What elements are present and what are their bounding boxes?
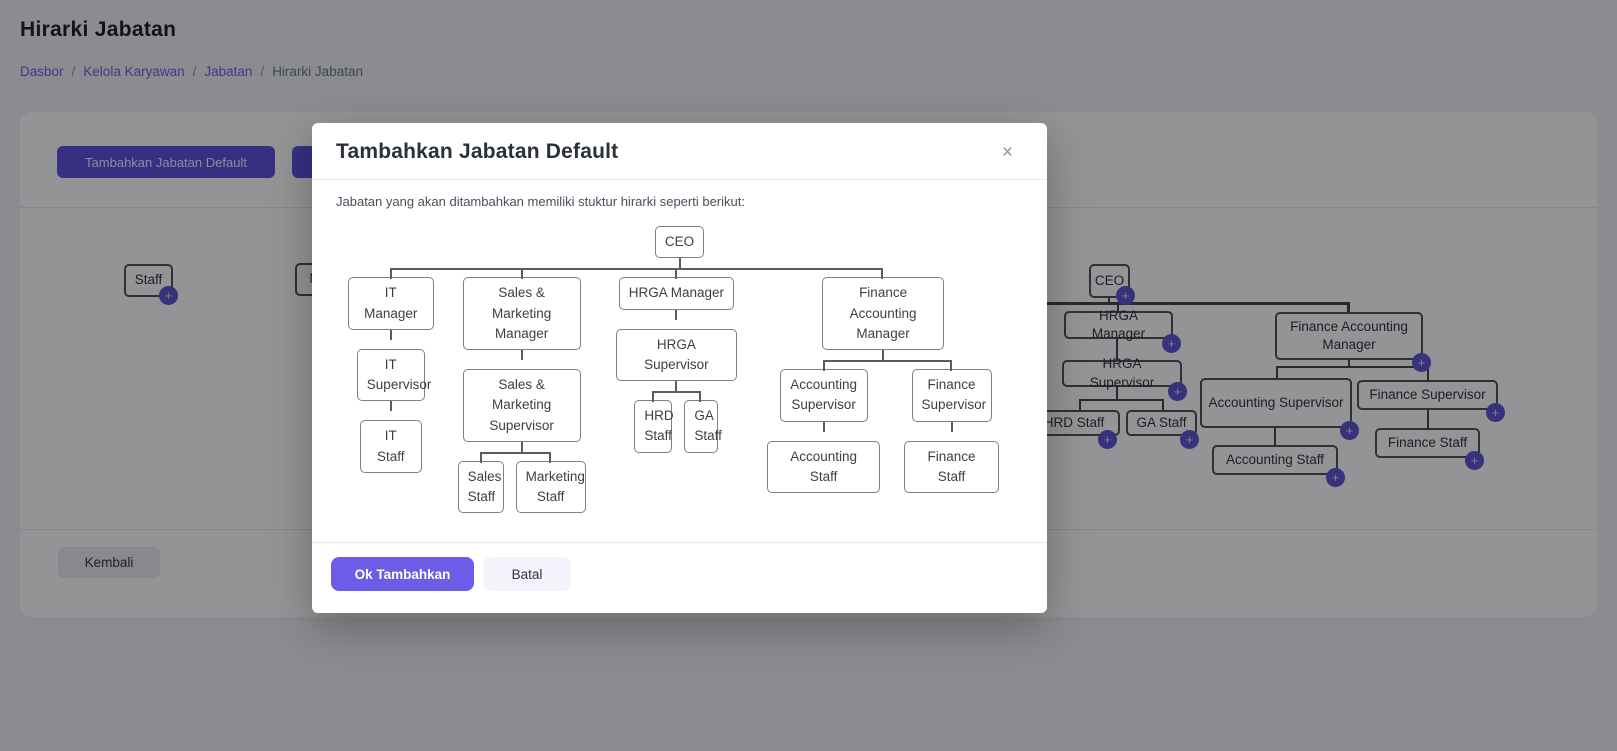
org-node: HRGA Manager — [619, 277, 734, 309]
modal-body: Jabatan yang akan ditambahkan memiliki s… — [312, 180, 1047, 542]
org-node: Accounting Staff — [767, 441, 880, 494]
ok-button[interactable]: Ok Tambahkan — [331, 557, 474, 591]
modal-footer: Ok Tambahkan Batal — [312, 542, 1047, 613]
org-node: Sales & Marketing Manager — [463, 277, 581, 350]
org-chart: CEOIT ManagerIT SupervisorIT StaffSales … — [336, 226, 1023, 513]
org-node: IT Staff — [360, 420, 422, 473]
org-node: CEO — [655, 226, 704, 258]
modal-title: Tambahkan Jabatan Default — [336, 140, 618, 164]
org-node: Sales & Marketing Supervisor — [463, 369, 581, 442]
org-node: Finance Supervisor — [912, 369, 992, 422]
org-node: HRD Staff — [634, 400, 672, 453]
close-icon[interactable]: × — [996, 141, 1019, 164]
org-node: IT Manager — [348, 277, 434, 330]
org-node: Accounting Supervisor — [780, 369, 868, 422]
org-node: Marketing Staff — [516, 461, 586, 514]
cancel-button[interactable]: Batal — [483, 557, 571, 591]
modal-description: Jabatan yang akan ditambahkan memiliki s… — [336, 194, 1023, 209]
org-node: IT Supervisor — [357, 349, 425, 402]
org-node: GA Staff — [684, 400, 718, 453]
org-node: Finance Staff — [904, 441, 999, 494]
add-default-jabatan-modal: Tambahkan Jabatan Default × Jabatan yang… — [312, 123, 1047, 613]
modal-header: Tambahkan Jabatan Default × — [312, 123, 1047, 180]
org-node: Finance Accounting Manager — [822, 277, 944, 350]
org-node: HRGA Supervisor — [616, 329, 738, 382]
org-node: Sales Staff — [458, 461, 504, 514]
